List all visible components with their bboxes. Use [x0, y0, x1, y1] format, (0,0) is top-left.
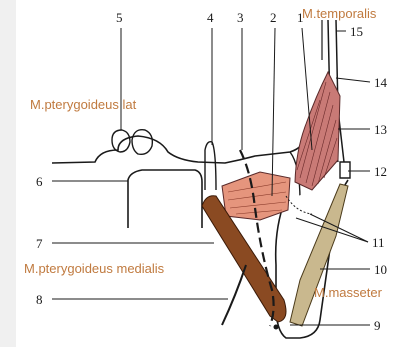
number-8: 8 — [36, 292, 43, 307]
number-5: 5 — [116, 10, 123, 25]
number-6: 6 — [36, 174, 43, 189]
number-4: 4 — [207, 10, 214, 25]
skull-base-outline — [52, 136, 304, 163]
number-13: 13 — [374, 122, 387, 137]
foramen-left — [112, 130, 130, 152]
label-masseter: M.masseter — [314, 285, 383, 300]
foramen-right — [132, 130, 152, 155]
number-11: 11 — [372, 235, 385, 250]
process-4 — [205, 142, 216, 190]
number-10: 10 — [374, 262, 387, 277]
edge-shade — [0, 0, 16, 347]
number-12: 12 — [374, 164, 387, 179]
label-temporalis: M.temporalis — [302, 6, 377, 21]
number-15: 15 — [350, 24, 363, 39]
label-pterygoideus-medialis: M.pterygoideus medialis — [24, 261, 165, 276]
number-2: 2 — [270, 10, 277, 25]
nerve-lower — [222, 265, 246, 325]
number-7: 7 — [36, 236, 43, 251]
label-pterygoideus-lateralis: M.pterygoideus lat — [30, 97, 137, 112]
zygomatic-arch — [340, 162, 350, 178]
number-9: 9 — [374, 318, 381, 333]
pterygoid-process — [128, 170, 202, 228]
number-3: 3 — [237, 10, 244, 25]
number-14: 14 — [374, 75, 388, 90]
foramen-dot — [274, 325, 279, 330]
